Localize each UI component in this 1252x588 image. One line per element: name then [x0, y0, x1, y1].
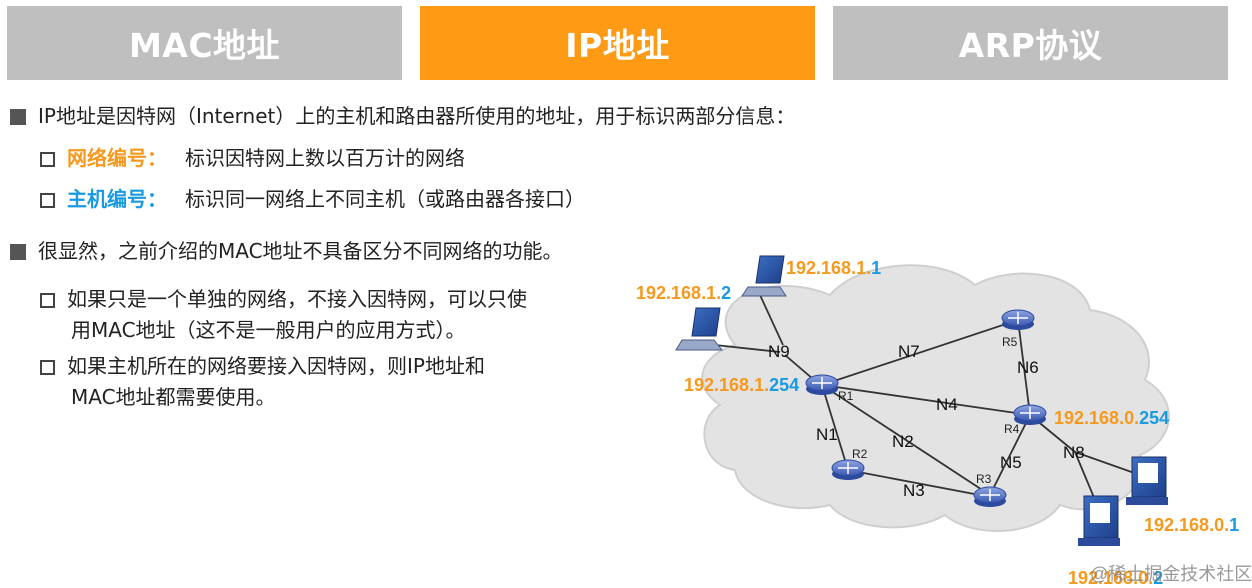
network-label: N4 — [936, 395, 958, 414]
network-number-desc: 标识因特网上数以百万计的网络 — [185, 146, 465, 170]
laptop-icon — [741, 255, 787, 297]
bullet-network-number: 网络编号： 标识因特网上数以百万计的网络 — [40, 145, 465, 171]
ip-address-label: 192.168.0.2 — [1068, 568, 1163, 588]
router-label: R2 — [852, 447, 868, 461]
ip-address-label: 192.168.1.1 — [786, 258, 881, 278]
router-icon — [1013, 404, 1047, 425]
host-number-desc: 标识同一网络上不同主机（或路由器各接口） — [185, 187, 585, 211]
ip-address-label: 192.168.1.2 — [636, 283, 731, 303]
network-label: N7 — [898, 342, 920, 361]
network-label: N8 — [1063, 443, 1085, 462]
network-label: N1 — [816, 425, 838, 444]
laptop-icon — [675, 307, 724, 351]
desktop-computer-icon — [1078, 495, 1120, 546]
network-diagram: N9 N7 N6 N4 N1 N2 N5 N8 N3 R1 R2 R3 R4 R… — [636, 255, 1239, 588]
hollow-square-icon — [40, 293, 55, 308]
hollow-square-icon — [40, 152, 55, 167]
bullet-mac-limitation: 很显然，之前介绍的MAC地址不具备区分不同网络的功能。 — [10, 238, 563, 264]
watermark: @稀土掘金技术社区 — [1090, 564, 1252, 584]
tab-mac-address[interactable]: MAC地址 — [7, 6, 402, 80]
network-number-term: 网络编号： — [67, 146, 167, 170]
bullet-standalone-network: 如果只是一个单独的网络，不接入因特网，可以只使 用MAC地址（这不是一般用户的应… — [40, 284, 527, 346]
router-label: R3 — [976, 472, 992, 486]
filled-square-icon — [10, 244, 26, 260]
bullet-host-number: 主机编号： 标识同一网络上不同主机（或路由器各接口） — [40, 186, 585, 212]
ip-address-label: 192.168.0.1 — [1144, 515, 1239, 535]
desktop-computer-icon — [1126, 456, 1168, 505]
tab-ip-address[interactable]: IP地址 — [420, 6, 815, 80]
tab-bar: MAC地址 IP地址 ARP协议 — [7, 6, 1229, 80]
router-icon — [1001, 309, 1035, 330]
host-number-term: 主机编号： — [67, 187, 167, 211]
filled-square-icon — [10, 109, 26, 125]
network-label: N2 — [892, 432, 914, 451]
network-label: N3 — [903, 481, 925, 500]
router-icon — [805, 374, 839, 395]
network-label: N6 — [1017, 358, 1039, 377]
bullet-ip-definition: IP地址是因特网（Internet）上的主机和路由器所使用的地址，用于标识两部分… — [10, 103, 795, 129]
router-label: R5 — [1002, 335, 1018, 349]
ip-address-label: 192.168.1.254 — [684, 375, 799, 395]
router-icon — [831, 459, 865, 480]
bullet-internet-access: 如果主机所在的网络要接入因特网，则IP地址和 MAC地址都需要使用。 — [40, 351, 485, 413]
tab-arp-protocol[interactable]: ARP协议 — [833, 6, 1228, 80]
router-label: R1 — [838, 389, 854, 403]
network-label: N5 — [1000, 453, 1022, 472]
router-icon — [973, 486, 1007, 507]
network-label: N9 — [768, 342, 790, 361]
hollow-square-icon — [40, 193, 55, 208]
router-label: R4 — [1004, 422, 1020, 436]
hollow-square-icon — [40, 360, 55, 375]
ip-address-label: 192.168.0.254 — [1054, 408, 1169, 428]
